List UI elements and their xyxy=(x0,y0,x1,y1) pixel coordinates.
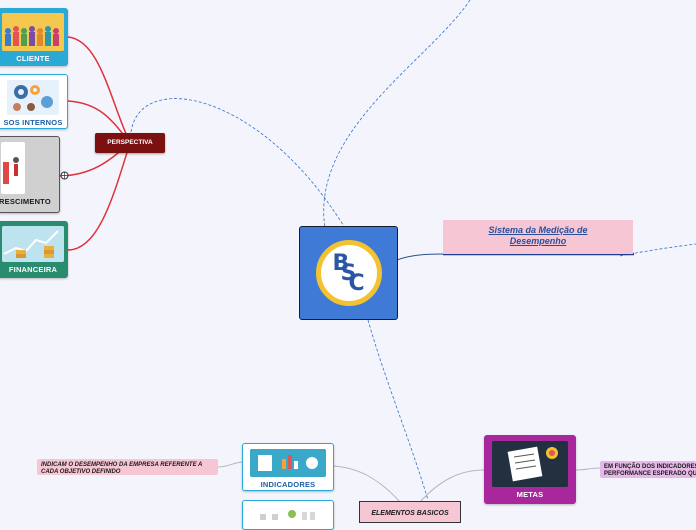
link-top-center xyxy=(324,0,470,228)
link-perspectiva-center xyxy=(131,99,345,228)
sistema-node[interactable]: Sistema da Medição de Desempenho xyxy=(443,220,633,254)
metas-card[interactable]: METAS xyxy=(484,435,576,504)
perspective-card-processos-internos[interactable]: SOS INTERNOS xyxy=(0,74,68,129)
metas-label: METAS xyxy=(517,490,544,499)
next-element-card[interactable] xyxy=(242,500,334,530)
perspective-label-processos: SOS INTERNOS xyxy=(3,118,62,127)
link-indicadores-note xyxy=(218,462,242,467)
next-element-image xyxy=(250,506,326,520)
money-chart-image xyxy=(2,226,64,262)
link-center-elementos xyxy=(368,320,428,500)
perspective-label-crescimento: RESCIMENTO xyxy=(0,197,51,206)
indicadores-note[interactable]: INDICAM O DESEMPENHO DA EMPRESA REFERENT… xyxy=(37,459,218,475)
indicadores-label: INDICADORES xyxy=(261,480,316,489)
elementos-label: ELEMENTOS BASICOS xyxy=(371,510,448,517)
metas-note[interactable]: EM FUNÇÃO DOS INDICADORES PERFORMANCE ES… xyxy=(600,461,696,478)
people-crowd-image xyxy=(2,13,64,51)
bsc-logo: B S C xyxy=(316,240,382,306)
link-elementos-metas xyxy=(420,470,484,502)
perspective-label-financeira: FINANCEIRA xyxy=(9,265,57,274)
perspectiva-node[interactable]: PERSPECTIVA xyxy=(95,133,165,153)
link-financeira xyxy=(68,143,130,250)
perspectiva-label: PERSPECTIVA xyxy=(107,139,152,146)
growth-figure-image xyxy=(1,142,25,194)
link-cliente xyxy=(68,37,130,143)
gears-image xyxy=(7,80,59,115)
link-center-sistema xyxy=(397,254,443,260)
sistema-title: Sistema da Medição de Desempenho xyxy=(473,225,603,247)
bsc-center-node[interactable]: B S C xyxy=(299,226,398,320)
bsc-letter-c: C xyxy=(349,271,365,296)
link-elementos-indicadores xyxy=(334,466,400,502)
perspective-card-crescimento[interactable]: RESCIMENTO xyxy=(0,136,60,213)
perspective-card-financeira[interactable]: FINANCEIRA xyxy=(0,221,68,278)
perspective-label-cliente: CLIENTE xyxy=(16,54,49,63)
perspective-card-cliente[interactable]: CLIENTE xyxy=(0,8,68,66)
indicators-dashboard-image xyxy=(250,449,326,477)
indicadores-note-text: INDICAM O DESEMPENHO DA EMPRESA REFERENT… xyxy=(41,462,202,475)
link-metas-note xyxy=(576,468,600,470)
indicadores-card[interactable]: INDICADORES xyxy=(242,443,334,491)
targets-clipboard-image xyxy=(492,441,568,487)
metas-note-text: EM FUNÇÃO DOS INDICADORES PERFORMANCE ES… xyxy=(604,464,696,478)
